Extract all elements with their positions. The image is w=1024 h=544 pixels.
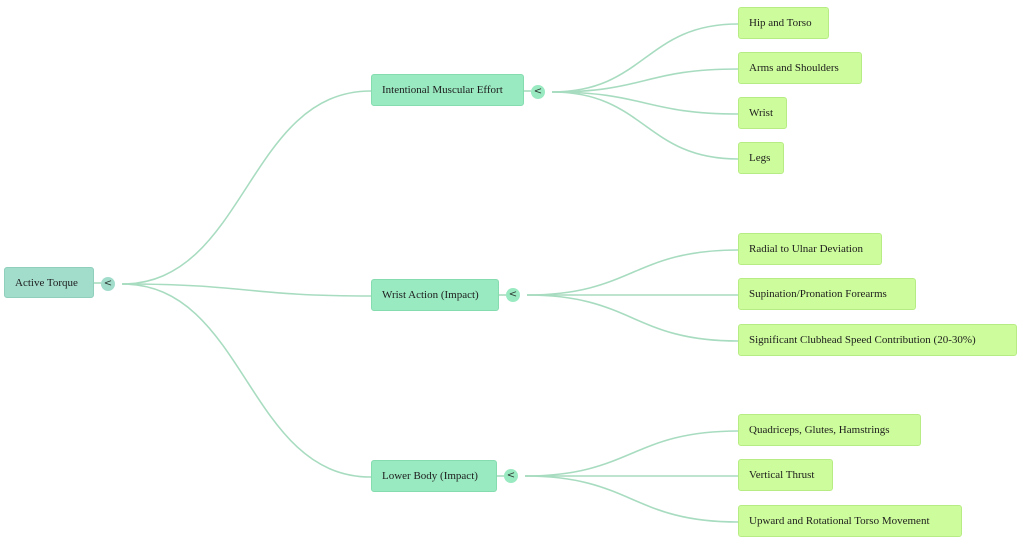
- branch-node-lower-body[interactable]: Lower Body (Impact): [371, 460, 497, 492]
- root-node-active-torque[interactable]: Active Torque: [4, 267, 94, 298]
- leaf-node-label: Hip and Torso: [749, 17, 812, 29]
- leaf-node-hip-and-torso[interactable]: Hip and Torso: [738, 7, 829, 39]
- connector-line: [121, 283, 372, 297]
- connector-line: [526, 294, 739, 342]
- leaf-node-label: Arms and Shoulders: [749, 62, 839, 74]
- branch-node-intentional-muscular-effort[interactable]: Intentional Muscular Effort: [371, 74, 524, 106]
- leaf-node-wrist[interactable]: Wrist: [738, 97, 787, 129]
- connector-line: [526, 249, 739, 296]
- branch-node-label: Lower Body (Impact): [382, 470, 478, 482]
- connector-line: [121, 283, 372, 478]
- leaf-node-upward-and-rotational-torso-movement[interactable]: Upward and Rotational Torso Movement: [738, 505, 962, 537]
- root-collapse-toggle[interactable]: <: [101, 277, 115, 291]
- connector-line: [524, 475, 739, 523]
- leaf-node-label: Significant Clubhead Speed Contribution …: [749, 334, 976, 346]
- connector-line: [551, 23, 739, 93]
- leaf-node-legs[interactable]: Legs: [738, 142, 784, 174]
- leaf-node-label: Supination/Pronation Forearms: [749, 288, 887, 300]
- leaf-node-vertical-thrust[interactable]: Vertical Thrust: [738, 459, 833, 491]
- connector-line: [551, 68, 739, 93]
- branch-collapse-toggle-intentional-muscular-effort[interactable]: <: [531, 85, 545, 99]
- leaf-node-supination-pronation-forearms[interactable]: Supination/Pronation Forearms: [738, 278, 916, 310]
- branch-collapse-toggle-lower-body[interactable]: <: [504, 469, 518, 483]
- connector-line: [551, 91, 739, 115]
- leaf-node-label: Quadriceps, Glutes, Hamstrings: [749, 424, 890, 436]
- connector-line: [551, 91, 739, 160]
- leaf-node-arms-and-shoulders[interactable]: Arms and Shoulders: [738, 52, 862, 84]
- leaf-node-radial-to-ulnar-deviation[interactable]: Radial to Ulnar Deviation: [738, 233, 882, 265]
- leaf-node-label: Vertical Thrust: [749, 469, 815, 481]
- leaf-node-significant-clubhead-speed[interactable]: Significant Clubhead Speed Contribution …: [738, 324, 1017, 356]
- leaf-node-quadriceps-glutes-hamstrings[interactable]: Quadriceps, Glutes, Hamstrings: [738, 414, 921, 446]
- leaf-node-label: Radial to Ulnar Deviation: [749, 243, 863, 255]
- leaf-node-label: Legs: [749, 152, 771, 164]
- connector-line: [121, 90, 372, 285]
- leaf-node-label: Wrist: [749, 107, 773, 119]
- branch-node-label: Wrist Action (Impact): [382, 289, 479, 301]
- branch-node-label: Intentional Muscular Effort: [382, 84, 503, 96]
- root-node-label: Active Torque: [15, 276, 78, 289]
- branch-collapse-toggle-wrist-action[interactable]: <: [506, 288, 520, 302]
- connector-line: [524, 430, 739, 477]
- leaf-node-label: Upward and Rotational Torso Movement: [749, 515, 930, 527]
- branch-node-wrist-action[interactable]: Wrist Action (Impact): [371, 279, 499, 311]
